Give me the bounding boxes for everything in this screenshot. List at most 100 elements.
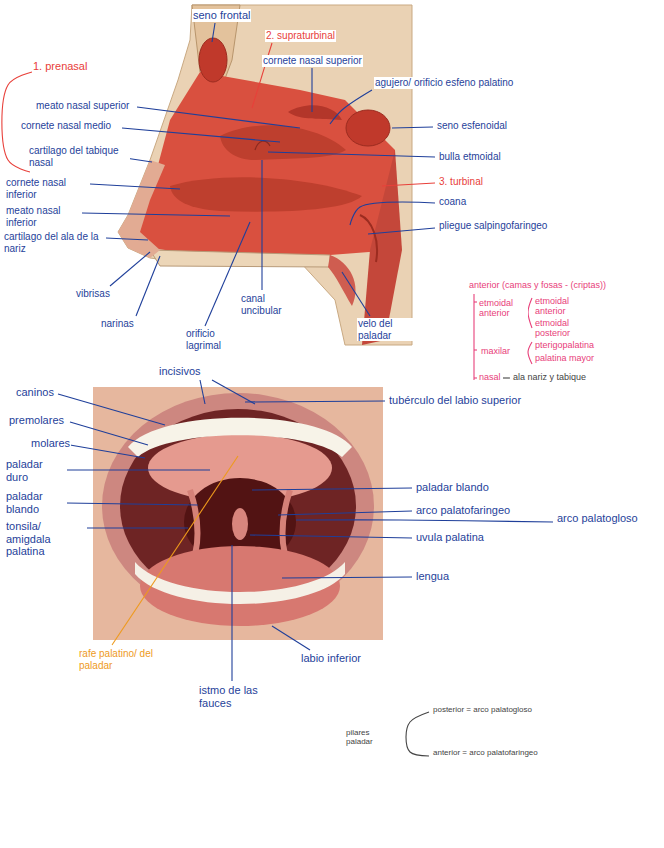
leader-line bbox=[406, 712, 429, 756]
leader-line bbox=[278, 511, 412, 515]
part-label: etmoidal anterior bbox=[534, 296, 598, 317]
leader-line bbox=[342, 272, 370, 316]
leader-line bbox=[66, 503, 198, 505]
leader-line bbox=[350, 202, 435, 225]
part-label: posterior = arco palatogloso bbox=[432, 705, 533, 714]
part-label: agujero/ orificio esfeno palatino bbox=[374, 77, 526, 89]
leader-line bbox=[474, 349, 477, 350]
part-label: uvula palatina bbox=[415, 531, 485, 544]
leader-line bbox=[110, 252, 150, 286]
part-label: vibrisas bbox=[75, 288, 111, 300]
leader-line bbox=[200, 380, 205, 404]
illustration-shape bbox=[220, 125, 346, 160]
part-label: premolares bbox=[8, 414, 65, 427]
nasal-cavity-section bbox=[118, 5, 412, 345]
part-label: meato nasal inferior bbox=[5, 205, 82, 228]
illustration-shape bbox=[118, 160, 165, 258]
leader-line bbox=[84, 527, 188, 528]
leader-line bbox=[261, 160, 262, 290]
illustration-shape bbox=[362, 150, 402, 345]
leader-line bbox=[66, 469, 210, 470]
part-label: rafe palatino/ del paladar bbox=[78, 648, 185, 671]
part-label: orificio lagrimal bbox=[185, 328, 249, 351]
leader-line bbox=[311, 68, 312, 112]
part-label: cornete nasal medio bbox=[20, 120, 112, 132]
illustration-shape bbox=[360, 215, 377, 262]
part-label: tubérculo del labio superior bbox=[388, 394, 540, 407]
part-label: anterior (camas y fosas - (criptas)) bbox=[468, 280, 660, 290]
illustration-shape bbox=[118, 5, 412, 345]
leader-line bbox=[252, 488, 412, 490]
part-label: narinas bbox=[100, 318, 135, 330]
leader-line bbox=[474, 301, 477, 302]
part-label: anterior = arco palatofaringeo bbox=[432, 748, 539, 757]
part-label: paladar blando bbox=[415, 481, 490, 494]
illustration-shape bbox=[328, 255, 356, 306]
leader-line bbox=[528, 298, 532, 328]
leader-line bbox=[245, 401, 385, 402]
part-label: bulla etmoidal bbox=[438, 151, 502, 163]
leader-line bbox=[528, 342, 532, 364]
part-label: lengua bbox=[415, 570, 450, 583]
part-label: arco palatofaringeo bbox=[415, 504, 511, 517]
leader-line bbox=[122, 128, 280, 142]
part-label: arco palatogloso bbox=[556, 512, 653, 525]
part-label: cornete nasal inferior bbox=[5, 177, 87, 200]
leader-line bbox=[252, 43, 272, 108]
leader-line bbox=[231, 545, 232, 681]
part-label: molares bbox=[30, 437, 71, 450]
illustration-shape bbox=[150, 250, 330, 267]
illustration-shape bbox=[288, 105, 342, 120]
illustration-shape bbox=[232, 508, 248, 540]
part-label: 1. prenasal bbox=[32, 60, 88, 73]
part-label: nasal bbox=[478, 372, 502, 382]
leader-line bbox=[212, 23, 215, 42]
illustration-shape bbox=[255, 141, 270, 150]
part-label: etmoidal anterior bbox=[478, 298, 528, 319]
part-label: 2. supraturbinal bbox=[265, 30, 336, 42]
illustration-shape bbox=[199, 38, 227, 82]
part-label: pterigopalatina bbox=[534, 340, 595, 350]
leader-line bbox=[473, 294, 474, 380]
leader-line bbox=[503, 377, 510, 378]
leader-line bbox=[474, 377, 477, 378]
leader-line bbox=[70, 422, 148, 445]
leader-line bbox=[330, 90, 372, 124]
part-label: seno frontal bbox=[192, 9, 251, 22]
part-label: caninos bbox=[15, 386, 55, 399]
leader-line bbox=[382, 183, 435, 186]
leader-line bbox=[58, 394, 165, 425]
part-label: incisivos bbox=[158, 365, 202, 378]
illustration-shape bbox=[135, 562, 345, 604]
part-label: pliegue salpingofaringeo bbox=[438, 220, 550, 232]
leader-line bbox=[90, 184, 180, 189]
part-label: paladar duro bbox=[5, 458, 67, 483]
part-label: ala nariz y tabique bbox=[512, 372, 587, 382]
part-label: etmoidal posterior bbox=[534, 318, 598, 339]
part-label: canal uncibular bbox=[240, 293, 302, 316]
part-label: cornete nasal superior bbox=[262, 55, 363, 67]
illustration-shape bbox=[135, 72, 395, 255]
leader-line bbox=[272, 626, 310, 650]
part-label: palatina mayor bbox=[534, 353, 595, 363]
part-label: velo del paladar bbox=[357, 318, 419, 341]
leader-line bbox=[82, 213, 230, 216]
part-label: cartilago del tabique nasal bbox=[28, 145, 130, 168]
leader-line bbox=[392, 127, 433, 128]
part-label: seno esfenoidal bbox=[436, 120, 508, 132]
leader-line bbox=[106, 238, 148, 240]
part-label: labio inferior bbox=[300, 652, 362, 665]
part-label: meato nasal superior bbox=[35, 100, 130, 112]
part-label: maxilar bbox=[480, 346, 511, 356]
leader-line bbox=[250, 535, 412, 538]
leader-line bbox=[368, 228, 435, 234]
part-label: cartilago del ala de la nariz bbox=[3, 231, 105, 254]
leader-line bbox=[136, 256, 160, 316]
leader-line bbox=[282, 577, 412, 578]
part-label: tonsila/ amigdala palatina bbox=[5, 520, 87, 558]
part-label: paladar blando bbox=[5, 490, 67, 515]
part-label: istmo de las fauces bbox=[198, 684, 265, 709]
part-label: coana bbox=[438, 196, 467, 208]
leader-line bbox=[212, 380, 255, 404]
part-label: 3. turbinal bbox=[438, 176, 484, 188]
